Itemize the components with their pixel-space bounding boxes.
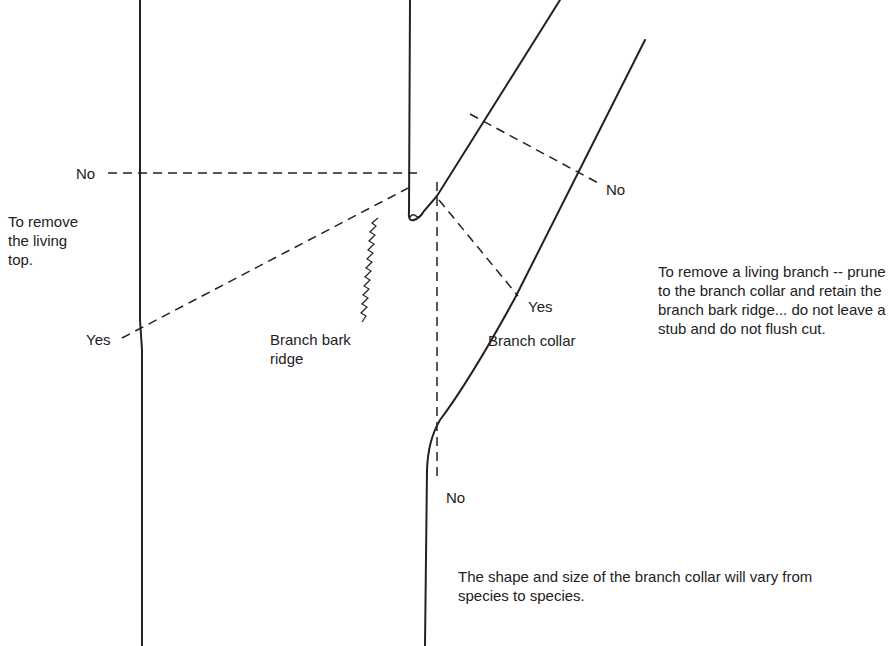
cut-label: Yes bbox=[86, 330, 126, 349]
note-text: To remove a living branch -- prune to th… bbox=[658, 262, 888, 338]
cut-line bbox=[470, 114, 600, 184]
part-name: Branch bark ridge bbox=[270, 330, 370, 368]
cut-label: No bbox=[76, 164, 116, 183]
cut-line bbox=[108, 172, 420, 174]
stem-line bbox=[140, 0, 142, 646]
trunk-branch-edge bbox=[409, 0, 560, 220]
bark-ridge-mark bbox=[410, 214, 422, 217]
cut-label: No bbox=[606, 180, 646, 199]
cut-label: No bbox=[446, 488, 486, 507]
branch-collar-edge bbox=[425, 40, 645, 646]
cut-label: Yes bbox=[528, 297, 568, 316]
part-name: Branch collar bbox=[488, 331, 618, 350]
leader-line bbox=[361, 218, 378, 322]
cut-line bbox=[436, 182, 438, 482]
note-text: The shape and size of the branch collar … bbox=[458, 567, 858, 605]
note-text: To remove the living top. bbox=[8, 212, 88, 269]
cut-line bbox=[122, 186, 412, 338]
cut-line bbox=[439, 200, 518, 296]
